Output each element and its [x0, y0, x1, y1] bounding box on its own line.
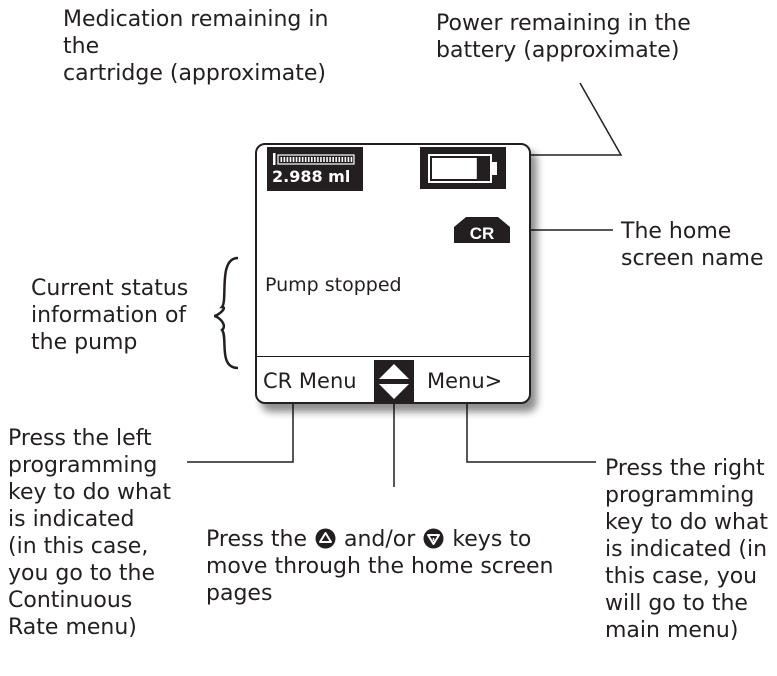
right-key-label: Press the right programming key to do wh…	[605, 456, 769, 643]
gauge-tick	[301, 157, 304, 162]
up-arrow-key-icon	[315, 528, 336, 549]
gauge-tick	[329, 157, 331, 162]
power-leader-line	[527, 82, 623, 156]
up-down-scroll-icon	[374, 360, 414, 402]
current-status-label: Current status information of the pump	[31, 276, 189, 355]
softkey-bar: CR Menu Menu>	[257, 356, 529, 402]
cartridge-indicator: 2.988 ml	[267, 147, 363, 191]
gauge-tick	[295, 157, 298, 162]
cartridge-volume-text: 2.988 ml	[272, 167, 351, 186]
gauge-ticks	[280, 157, 353, 162]
right-softkey-label[interactable]: Menu>	[427, 369, 503, 393]
gauge-tick	[298, 157, 301, 162]
battery-fill	[432, 158, 477, 179]
pump-status-text: Pump stopped	[265, 274, 402, 296]
gauge-tick	[286, 157, 289, 162]
gauge-tick	[350, 157, 353, 162]
gauge-tick	[335, 157, 337, 162]
down-arrow-key-icon	[423, 528, 444, 549]
home-screen-name-label: The home screen name	[621, 219, 764, 271]
battery-icon	[428, 154, 497, 183]
gauge-tick	[338, 157, 341, 162]
gauge-tick	[347, 157, 350, 162]
gauge-tick	[283, 157, 286, 162]
home-screen-name-text: CR	[470, 224, 495, 243]
gauge-tick	[311, 157, 313, 162]
medication-remaining-label: Medication remaining in the cartridge (a…	[63, 7, 329, 86]
arrow-keys-suffix: keys to move through the home screen pag…	[206, 527, 554, 606]
cartridge-gauge-icon	[273, 153, 355, 165]
arrow-keys-label: Press the and/or keys to move through th…	[206, 526, 606, 607]
gauge-tick	[332, 157, 334, 162]
gauge-tick	[307, 157, 310, 162]
home-screen-name-badge: CR	[454, 217, 510, 243]
left-key-leader-line	[187, 400, 294, 463]
gauge-tick	[314, 157, 316, 162]
gauge-tick	[292, 157, 295, 162]
gauge-tick	[304, 157, 307, 162]
gauge-tick	[317, 157, 319, 162]
status-bracket	[213, 256, 239, 370]
left-key-label: Press the left programming key to do wha…	[8, 426, 172, 640]
gauge-tick	[289, 157, 292, 162]
right-key-leader-line	[466, 400, 596, 463]
arrow-keys-prefix: Press the	[206, 527, 307, 552]
left-softkey-label[interactable]: CR Menu	[263, 369, 357, 393]
power-remaining-label: Power remaining in the battery (approxim…	[436, 11, 691, 63]
gauge-tick	[326, 157, 328, 162]
gauge-tick	[341, 157, 344, 162]
gauge-tick	[280, 157, 283, 162]
arrow-keys-middle: and/or	[344, 527, 416, 552]
pump-home-screen: 2.988 ml CR Pump stopped CR Menu Menu>	[255, 143, 531, 404]
gauge-tick	[344, 157, 347, 162]
gauge-tick	[323, 157, 325, 162]
battery-indicator	[420, 147, 506, 189]
gauge-tick	[320, 157, 322, 162]
